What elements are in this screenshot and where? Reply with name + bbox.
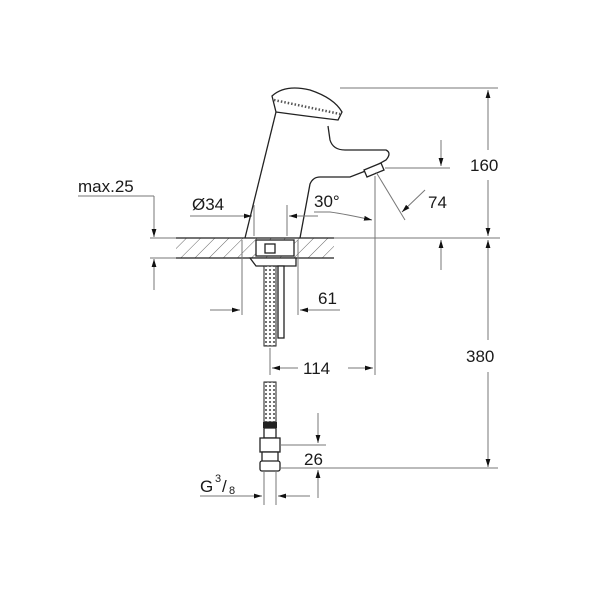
countertop-section	[150, 237, 500, 267]
label-outlet: 74	[428, 193, 447, 212]
dim-diameter: Ø34	[190, 195, 318, 236]
dim-26: 26	[280, 413, 326, 498]
label-thread-den: 8	[229, 485, 235, 497]
dim-outlet: 74	[375, 171, 447, 221]
label-26: 26	[304, 450, 323, 469]
dim-114: 114	[269, 176, 376, 378]
label-61: 61	[318, 289, 337, 308]
label-diameter: Ø34	[192, 195, 224, 214]
dim-max25: max.25	[78, 177, 157, 290]
supply-hose	[259, 265, 285, 472]
label-angle: 30°	[314, 192, 340, 211]
label-380: 380	[466, 347, 494, 366]
dim-thread: G 3 / 8	[200, 471, 310, 505]
label-thread-prefix: G	[200, 477, 213, 496]
label-max25: max.25	[78, 177, 134, 196]
dim-angle: 30°	[314, 192, 373, 221]
label-160: 160	[470, 156, 498, 175]
label-thread-slash: /	[222, 477, 227, 496]
label-114: 114	[303, 359, 330, 378]
dim-61: 61	[210, 240, 340, 315]
dim-heights: 160 380	[280, 87, 498, 469]
label-thread-num: 3	[215, 473, 221, 485]
faucet-body	[244, 87, 390, 239]
